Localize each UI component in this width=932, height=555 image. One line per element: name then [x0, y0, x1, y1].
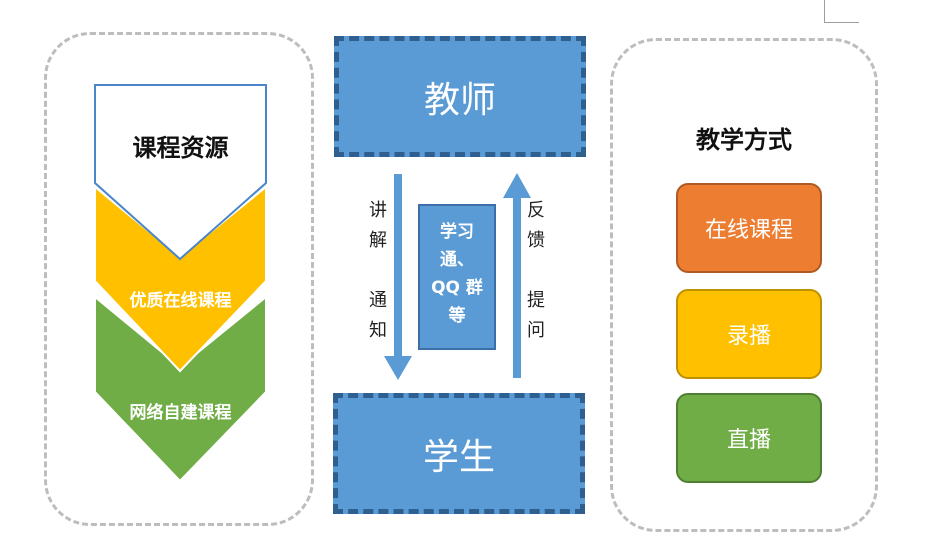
method-recorded-label: 录播 — [726, 324, 771, 349]
student-label: 学生 — [422, 436, 495, 478]
down-gap — [366, 256, 390, 286]
resource-item-online-quality: 优质在线课程 — [129, 291, 232, 311]
channel-line-4: 等 — [448, 306, 466, 326]
method-live-label: 直播 — [726, 428, 771, 453]
up-char-3: 提 — [527, 290, 545, 311]
chevron-white — [94, 84, 267, 261]
corner-mark — [824, 0, 859, 23]
method-online-course: 在线课程 — [676, 183, 822, 273]
down-char-3: 通 — [369, 290, 387, 311]
down-char-1: 讲 — [369, 200, 387, 221]
student-box: 学生 — [333, 393, 585, 514]
down-arrow-text: 讲 解 通 知 — [366, 196, 390, 346]
methods-title: 教学方式 — [696, 126, 792, 154]
teacher-box: 教师 — [334, 36, 586, 157]
channel-line-1: 学习 — [440, 222, 474, 242]
method-recorded: 录播 — [676, 289, 822, 379]
channel-line-2: 通、 — [440, 250, 474, 270]
resources-title: 课程资源 — [132, 134, 229, 162]
up-char-1: 反 — [527, 200, 545, 221]
down-arrow-head — [384, 356, 412, 380]
up-char-2: 馈 — [527, 230, 545, 251]
channel-box: 学习 通、 QQ 群 等 — [418, 204, 496, 350]
resources-panel — [44, 32, 314, 526]
channel-line-3: QQ 群 — [431, 278, 483, 298]
down-char-4: 知 — [369, 320, 387, 341]
up-char-4: 问 — [527, 320, 545, 341]
up-arrow-text: 反 馈 提 问 — [524, 196, 548, 346]
down-char-2: 解 — [369, 230, 387, 251]
method-live: 直播 — [676, 393, 822, 483]
up-arrow-head — [503, 173, 531, 198]
method-online-course-label: 在线课程 — [704, 218, 793, 243]
resource-item-self-built: 网络自建课程 — [129, 403, 232, 423]
methods-panel — [610, 38, 878, 532]
teacher-label: 教师 — [423, 79, 496, 121]
up-gap — [524, 256, 548, 286]
